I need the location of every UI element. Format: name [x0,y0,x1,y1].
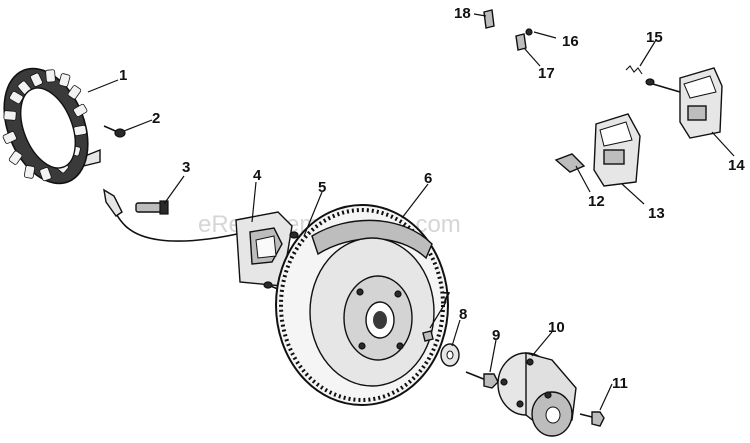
callout-8: 8 [459,306,467,323]
spark-plug-wire-part [103,188,246,242]
washer-part [440,343,460,367]
bracket-part-13 [593,113,641,187]
callout-1: 1 [119,67,127,84]
callout-4: 4 [253,167,262,184]
small-bracket-part [515,33,527,51]
callout-9: 9 [492,327,500,344]
callout-7: 7 [442,289,450,306]
small-clip-part [483,9,495,29]
spring-part [625,65,681,93]
callout-13: 13 [648,205,665,222]
key-part [422,330,434,342]
callout-11: 11 [612,375,628,392]
callout-12: 12 [588,193,605,210]
bolt-part-11 [579,411,605,427]
bracket-part-14 [679,67,723,139]
callout-18: 18 [454,5,471,22]
ignition-module-part [235,211,293,287]
flywheel-part [275,204,449,406]
hub-part [497,352,577,437]
clip-part [554,153,586,173]
callout-16: 16 [562,33,579,50]
callout-14: 14 [728,157,745,174]
callout-17: 17 [538,65,555,82]
screw-part-2 [103,125,126,138]
callout-5: 5 [318,179,326,196]
leader-lines [87,13,735,411]
stator-part [2,67,101,185]
nut-part [525,28,533,36]
callout-3: 3 [182,159,190,176]
callout-15: 15 [646,29,663,46]
callout-2: 2 [152,110,160,127]
callout-6: 6 [424,170,432,187]
callout-labels: 1 2 3 4 5 6 7 8 9 10 11 12 13 14 15 16 1… [119,5,745,392]
callout-10: 10 [548,319,565,336]
bolt-part-9 [465,371,499,389]
